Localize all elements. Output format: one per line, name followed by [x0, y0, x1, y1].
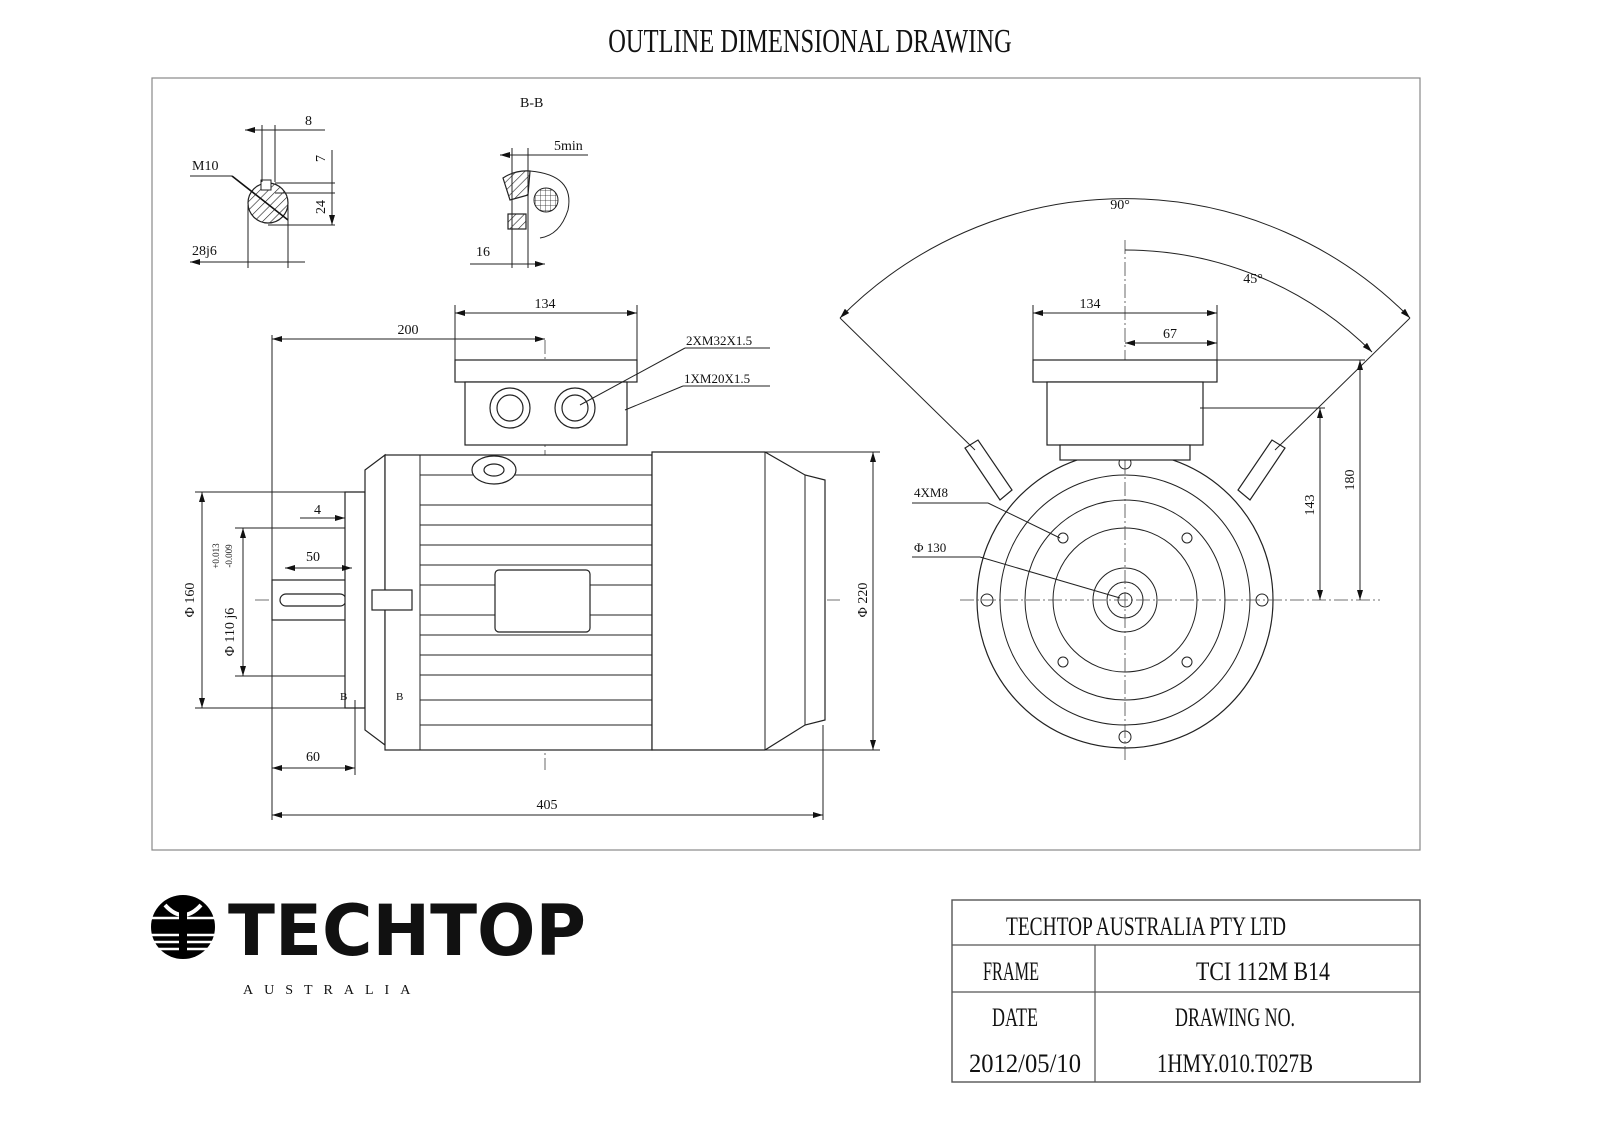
shaft-height-label: 143 [1303, 495, 1318, 516]
thread-label: M10 [192, 159, 218, 174]
section-bb: B-B 5min 16 [470, 96, 588, 268]
side-view: 134 200 2XM32X1.5 1XM20X1.5 4 50 Φ 160 Φ… [183, 297, 880, 820]
spigot-dia-label: Φ 110 j6 [223, 608, 238, 657]
logo-sub: AUSTRALIA [243, 983, 421, 998]
drawing-border [151, 77, 1421, 851]
terminal-box-offset-label: 200 [398, 323, 419, 338]
front-terminal-box-width-label: 134 [1080, 297, 1101, 312]
drawing-title: OUTLINE DIMENSIONAL DRAWING [608, 23, 1011, 60]
section-thickness-label: 16 [476, 245, 490, 260]
section-mark-left: B [340, 691, 347, 703]
front-view: 90° 45° 134 67 4XM8 Φ 130 143 180 [839, 198, 1411, 760]
box-height-label: 180 [1343, 470, 1358, 491]
cable-entry-2-label: 1XM20X1.5 [684, 371, 750, 386]
angle-45-label: 45° [1243, 272, 1263, 287]
frame-value: TCI 112M B14 [1196, 957, 1330, 986]
shaft-key-detail: 8 7 M10 24 28j6 [190, 114, 335, 268]
section-mark-right: B [396, 691, 403, 703]
key-height-label: 24 [314, 200, 329, 214]
key-width-label: 8 [305, 114, 312, 129]
half-width-label: 67 [1163, 327, 1177, 342]
logo-brand: TECHTOP [228, 890, 586, 972]
spigot-tol-lower: -0.009 [224, 544, 234, 568]
date-value: 2012/05/10 [969, 1049, 1081, 1078]
company-name: TECHTOP AUSTRALIA PTY LTD [1006, 912, 1286, 941]
key-depth-label: 7 [314, 155, 329, 162]
section-bb-label: B-B [520, 96, 543, 111]
shaft-dia-label: 28j6 [192, 244, 217, 259]
overall-length-label: 405 [537, 798, 558, 813]
techtop-logo: TECHTOP AUSTRALIA [151, 890, 586, 998]
section-gap-label: 5min [554, 139, 583, 154]
cable-entry-1-label: 2XM32X1.5 [686, 333, 752, 348]
date-label: DATE [992, 1003, 1038, 1032]
spigot-label: 4 [314, 503, 321, 518]
title-block: TECHTOP AUSTRALIA PTY LTD FRAME TCI 112M… [951, 899, 1421, 1083]
spigot-tol-upper: +0.013 [211, 543, 221, 569]
flange-dia-label: Φ 160 [183, 583, 198, 618]
angle-90-label: 90° [1110, 198, 1130, 213]
terminal-box-width-label: 134 [535, 297, 556, 312]
drawing-no-value: 1HMY.010.T027B [1157, 1049, 1313, 1078]
drawing-no-label: DRAWING NO. [1175, 1003, 1295, 1032]
shaft-length-label: 60 [306, 750, 320, 765]
flange-holes-label: 4XM8 [914, 485, 948, 500]
key-length-label: 50 [306, 550, 320, 565]
pcd-label: Φ 130 [914, 540, 946, 555]
frame-label: FRAME [983, 957, 1039, 986]
body-dia-label: Φ 220 [856, 583, 871, 618]
